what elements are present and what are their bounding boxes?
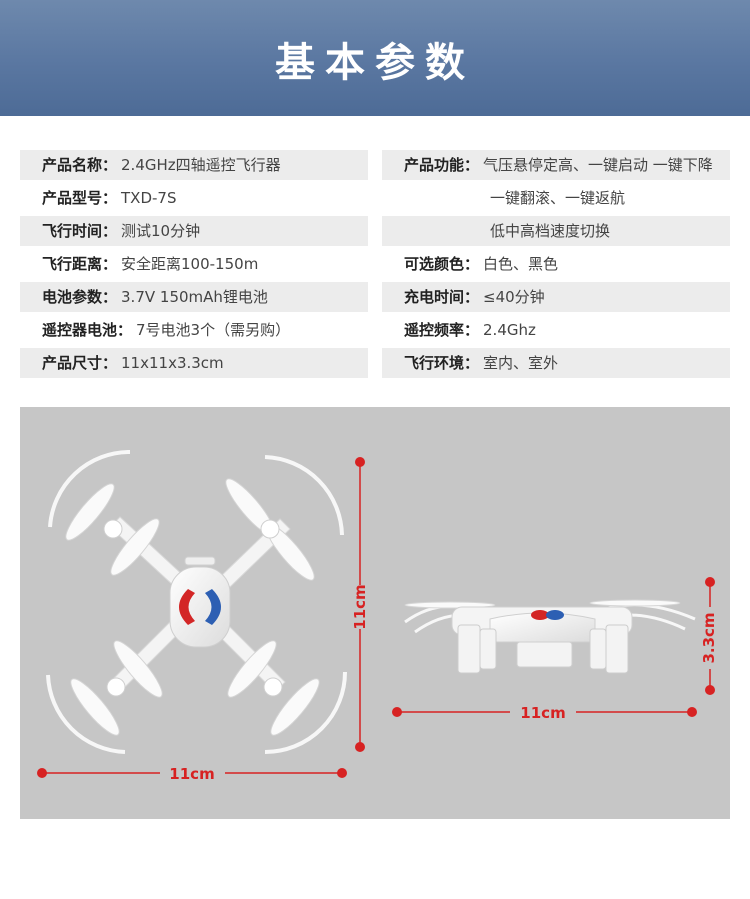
spec-row: 产品功能：气压悬停定高、一键启动 一键下降	[382, 150, 730, 180]
spec-label: 飞行时间：	[42, 222, 118, 240]
drone-side-view	[404, 599, 696, 674]
spec-row: 遥控器电池：7号电池3个（需另购）	[20, 315, 368, 345]
spec-row: 充电时间：≤40分钟	[382, 282, 730, 312]
spec-label: 产品功能：	[404, 156, 480, 174]
spec-row: 产品尺寸：11x11x3.3cm	[20, 348, 368, 378]
spec-row: 可选颜色：白色、黑色	[382, 249, 730, 279]
dimension-panel: 11cm 11cm	[20, 407, 730, 819]
propeller-guard	[264, 455, 344, 536]
top-length-dimension: 11cm	[351, 457, 369, 752]
spec-value: 白色、黑色	[483, 255, 559, 273]
spec-label: 电池参数：	[42, 288, 118, 306]
spec-row: 电池参数：3.7V 150mAh锂电池	[20, 282, 368, 312]
header-banner: 基本参数	[0, 0, 750, 116]
spec-value: 7号电池3个（需另购）	[136, 321, 291, 339]
spec-row: 一键翻滚、一键返航	[382, 183, 730, 213]
spec-value: TXD-7S	[121, 189, 177, 207]
spec-row: 飞行距离：安全距离100-150m	[20, 249, 368, 279]
spec-column-left: 产品名称：2.4GHz四轴遥控飞行器 产品型号：TXD-7S 飞行时间：测试10…	[20, 150, 368, 381]
spec-label: 可选颜色：	[404, 255, 480, 273]
spec-value: 3.7V 150mAh锂电池	[121, 288, 268, 306]
spec-label: 遥控器电池：	[42, 321, 133, 339]
page-title: 基本参数	[275, 40, 475, 86]
spec-value: 室内、室外	[483, 354, 559, 372]
side-height-label: 3.3cm	[700, 612, 718, 663]
propeller-guard	[264, 671, 347, 754]
canopy-blue	[205, 589, 221, 625]
top-width-dimension: 11cm	[37, 765, 347, 783]
spec-value: 安全距离100-150m	[121, 255, 259, 273]
spec-label: 遥控频率：	[404, 321, 480, 339]
spec-value: 一键翻滚、一键返航	[490, 189, 626, 207]
spec-value: 2.4GHz四轴遥控飞行器	[121, 156, 281, 174]
side-width-label: 11cm	[520, 704, 565, 722]
spec-label: 产品名称：	[42, 156, 118, 174]
drone-top-view	[46, 449, 347, 754]
drone-body	[169, 566, 231, 648]
spec-row: 飞行时间：测试10分钟	[20, 216, 368, 246]
spec-row: 低中高档速度切换	[382, 216, 730, 246]
spec-row: 飞行环境：室内、室外	[382, 348, 730, 378]
spec-label: 飞行环境：	[404, 354, 480, 372]
top-length-label: 11cm	[351, 584, 369, 629]
spec-label: 产品型号：	[42, 189, 118, 207]
side-height-dimension: 3.3cm	[700, 577, 718, 695]
top-width-label: 11cm	[169, 765, 214, 783]
spec-value: 2.4Ghz	[483, 321, 536, 339]
propeller-guard	[46, 674, 126, 754]
spec-value: 测试10分钟	[121, 222, 201, 240]
spec-value: 低中高档速度切换	[490, 222, 611, 240]
spec-row: 产品名称：2.4GHz四轴遥控飞行器	[20, 150, 368, 180]
spec-value: 气压悬停定高、一键启动 一键下降	[483, 156, 713, 174]
side-width-dimension: 11cm	[392, 704, 697, 722]
canopy-red	[179, 589, 195, 625]
spec-value: 11x11x3.3cm	[121, 354, 224, 372]
propeller-guard	[48, 449, 131, 528]
spec-row: 遥控频率：2.4Ghz	[382, 315, 730, 345]
spec-label: 充电时间：	[404, 288, 480, 306]
spec-label: 产品尺寸：	[42, 354, 118, 372]
spec-row: 产品型号：TXD-7S	[20, 183, 368, 213]
spec-label: 飞行距离：	[42, 255, 118, 273]
dimension-illustration: 11cm 11cm	[37, 449, 718, 783]
spec-column-right: 产品功能：气压悬停定高、一键启动 一键下降 一键翻滚、一键返航 低中高档速度切换…	[382, 150, 730, 381]
spec-value: ≤40分钟	[483, 288, 545, 306]
